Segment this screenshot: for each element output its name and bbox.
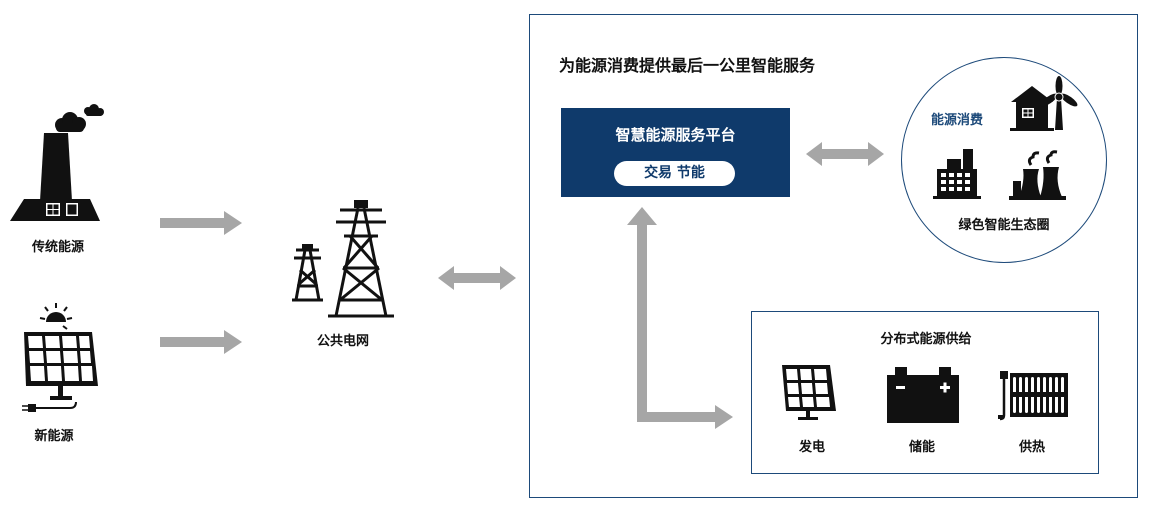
power-plant-cooling-tower-icon — [1009, 150, 1066, 200]
heat-supply-label: 供热 — [1018, 440, 1045, 455]
green-ecosystem-caption: 绿色智能生态圈 — [958, 218, 1050, 233]
arrow-grid-to-panel — [438, 266, 516, 290]
factory-chimney-icon — [10, 104, 104, 221]
smart-service-frame — [529, 14, 1138, 498]
smart-energy-platform-box: 智慧能源服务平台 交易 节能 — [561, 108, 790, 197]
distributed-supply-box — [751, 311, 1099, 474]
distributed-supply-title: 分布式能源供给 — [880, 332, 972, 347]
energy-consumption-label: 能源消费 — [931, 113, 984, 128]
office-building-icon — [933, 149, 981, 199]
traditional-energy-label: 传统能源 — [31, 240, 84, 255]
energy-storage-label: 储能 — [908, 440, 935, 455]
arrow-platform-to-ecosystem — [806, 142, 884, 166]
platform-title: 智慧能源服务平台 — [615, 126, 736, 144]
public-grid-label: 公共电网 — [316, 334, 369, 349]
ecosystem-circle — [901, 57, 1107, 263]
solar-panel-sun-icon — [22, 303, 98, 412]
house-windmill-icon — [1010, 76, 1078, 131]
smart-service-heading: 为能源消费提供最后一公里智能服务 — [559, 56, 816, 75]
arrow-platform-to-distributed — [627, 207, 733, 429]
arrow-new-to-grid — [160, 330, 242, 354]
battery-icon — [887, 367, 959, 423]
power-generation-label: 发电 — [798, 440, 825, 455]
solar-panel-icon — [782, 365, 836, 420]
radiator-heater-icon — [998, 371, 1068, 421]
transmission-tower-icon — [292, 200, 394, 318]
trade-save-pill: 交易 节能 — [614, 161, 735, 186]
arrow-traditional-to-grid — [160, 211, 242, 235]
new-energy-label: 新能源 — [34, 429, 74, 444]
